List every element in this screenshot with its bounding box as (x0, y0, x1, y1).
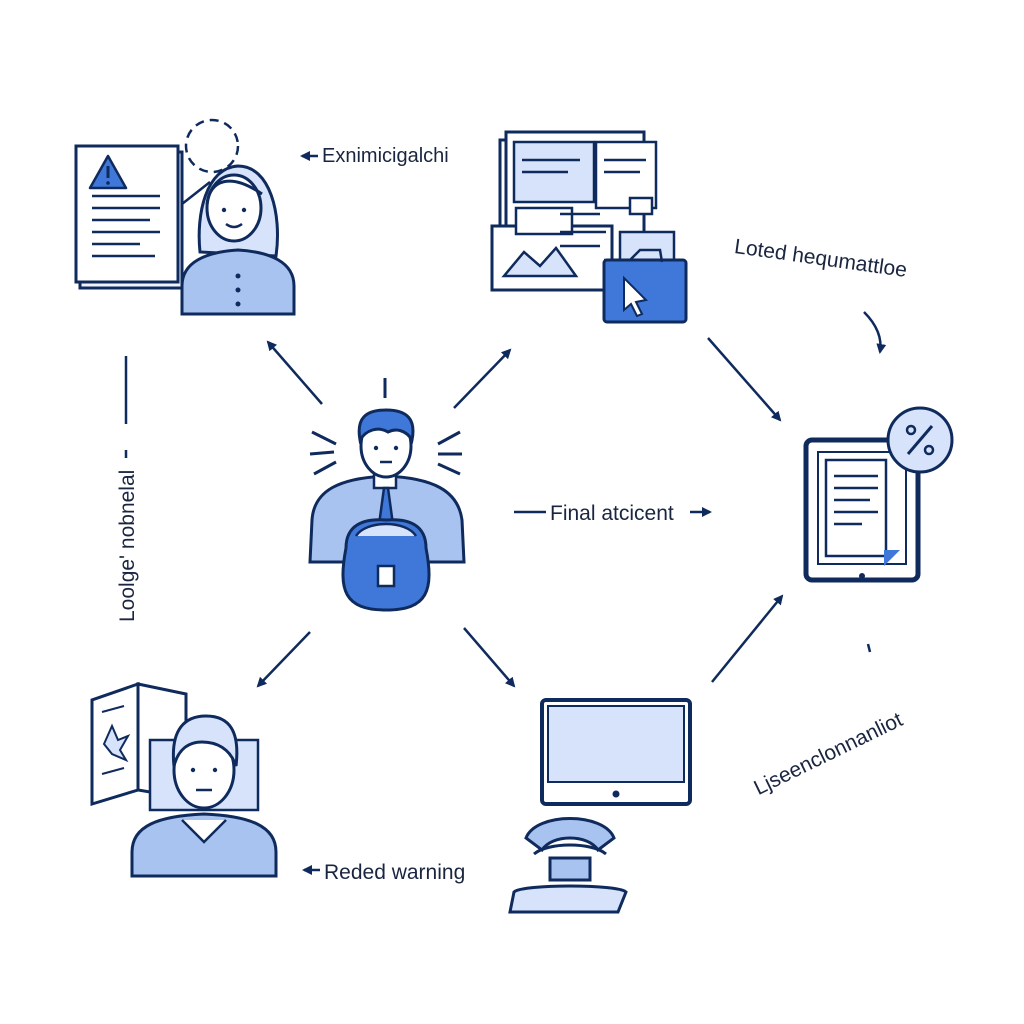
stand-icon (508, 817, 628, 914)
document-icon (74, 144, 184, 290)
tablet-document-icon (803, 437, 921, 583)
node-center (308, 378, 466, 612)
node-top-left (74, 118, 296, 316)
node-right (803, 406, 954, 583)
man-avatar-icon (130, 714, 278, 878)
arrow-center-to-top-right (453, 348, 512, 409)
label-left: Loolge' nobnelal (116, 469, 139, 622)
connectors (124, 151, 887, 875)
link-line (181, 181, 211, 205)
monitor-icon (540, 698, 692, 806)
node-top-right (490, 130, 688, 324)
arrow-center-to-bottom-right (463, 627, 516, 688)
chat-bubble-icon (628, 196, 654, 216)
arrow-right-label (863, 311, 887, 354)
percent-badge-icon (886, 406, 954, 474)
arrow-center-to-bottom-left (256, 631, 311, 688)
cursor-icon (623, 275, 649, 318)
bottom-right-tick (866, 643, 872, 653)
dashed-circle (184, 118, 240, 174)
label-bottom: Reded warning (324, 861, 466, 884)
man-with-bag-icon (308, 378, 466, 612)
arrow-bottom-right-to-right (711, 594, 784, 683)
arrow-top-right-to-right (707, 337, 782, 422)
node-bottom-left (90, 681, 278, 878)
woman-avatar-icon (180, 164, 296, 316)
node-bottom-right (508, 698, 692, 914)
warning-icon (88, 154, 128, 190)
arrow-center-to-top-left (266, 340, 323, 405)
label-top: Exnimicigalchi (322, 145, 449, 167)
label-center: Final atcicent (550, 502, 674, 525)
